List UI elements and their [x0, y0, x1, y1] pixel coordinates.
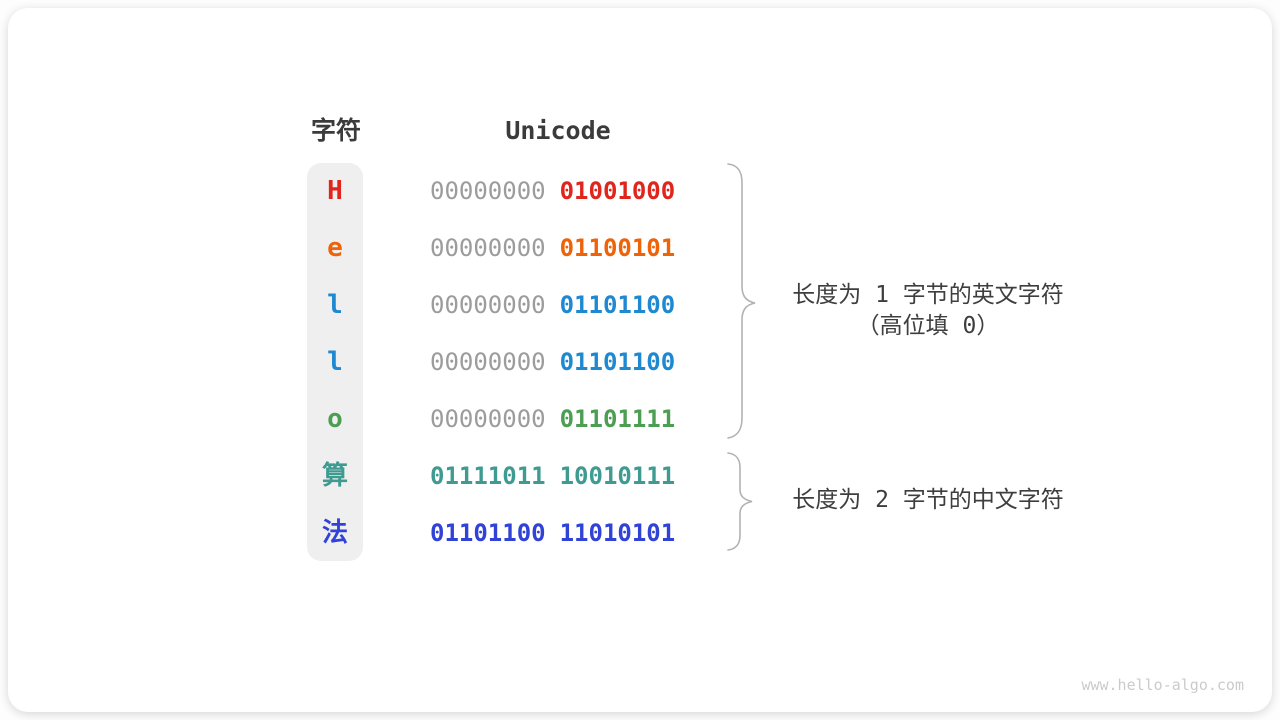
brace-one-byte-group: [727, 163, 756, 439]
annotation-line: （高位填 0）: [856, 313, 1000, 339]
char-cell: H: [327, 176, 343, 206]
binary-row: 00000000 01101100: [430, 277, 730, 333]
high-byte: 00000000: [430, 234, 546, 262]
high-byte: 00000000: [430, 405, 546, 433]
char-cell: l: [327, 290, 343, 320]
binary-row: 01111011 10010111: [430, 448, 730, 504]
char-cell: 算: [321, 461, 348, 491]
char-cell: e: [327, 233, 343, 263]
low-byte: 01100101: [559, 234, 676, 262]
low-byte: 01101100: [559, 291, 676, 319]
diagram-card: 字符 Unicode H e l l o 算 法 00000000 010010…: [8, 8, 1272, 712]
char-column-header: 字符: [310, 117, 361, 145]
binary-row: 00000000 01001000: [430, 163, 730, 219]
annotation-line: 长度为 1 字节的英文字符: [792, 282, 1064, 308]
high-byte: 00000000: [430, 177, 546, 205]
brace-two-byte-group: [727, 452, 753, 551]
binary-row: 01101100 11010101: [430, 505, 730, 561]
low-byte: 01001000: [559, 177, 676, 205]
binary-row: 00000000 01101100: [430, 334, 730, 390]
low-byte: 10010111: [559, 462, 676, 490]
high-byte: 01111011: [430, 462, 546, 490]
annotation-one-byte: 长度为 1 字节的英文字符 （高位填 0）: [758, 280, 1098, 342]
char-cell: 法: [321, 518, 348, 548]
char-column-background: [307, 163, 363, 561]
unicode-column-header: Unicode: [505, 116, 611, 145]
high-byte: 00000000: [430, 291, 546, 319]
char-cell: l: [327, 347, 343, 377]
low-byte: 11010101: [559, 519, 676, 547]
high-byte: 01101100: [430, 519, 546, 547]
binary-row: 00000000 01101111: [430, 391, 730, 447]
binary-row: 00000000 01100101: [430, 220, 730, 276]
low-byte: 01101111: [559, 405, 676, 433]
high-byte: 00000000: [430, 348, 546, 376]
annotation-line: 长度为 2 字节的中文字符: [792, 487, 1064, 513]
annotation-two-byte: 长度为 2 字节的中文字符: [758, 485, 1098, 516]
char-cell: o: [327, 404, 343, 434]
low-byte: 01101100: [559, 348, 676, 376]
watermark: www.hello-algo.com: [1081, 676, 1244, 694]
